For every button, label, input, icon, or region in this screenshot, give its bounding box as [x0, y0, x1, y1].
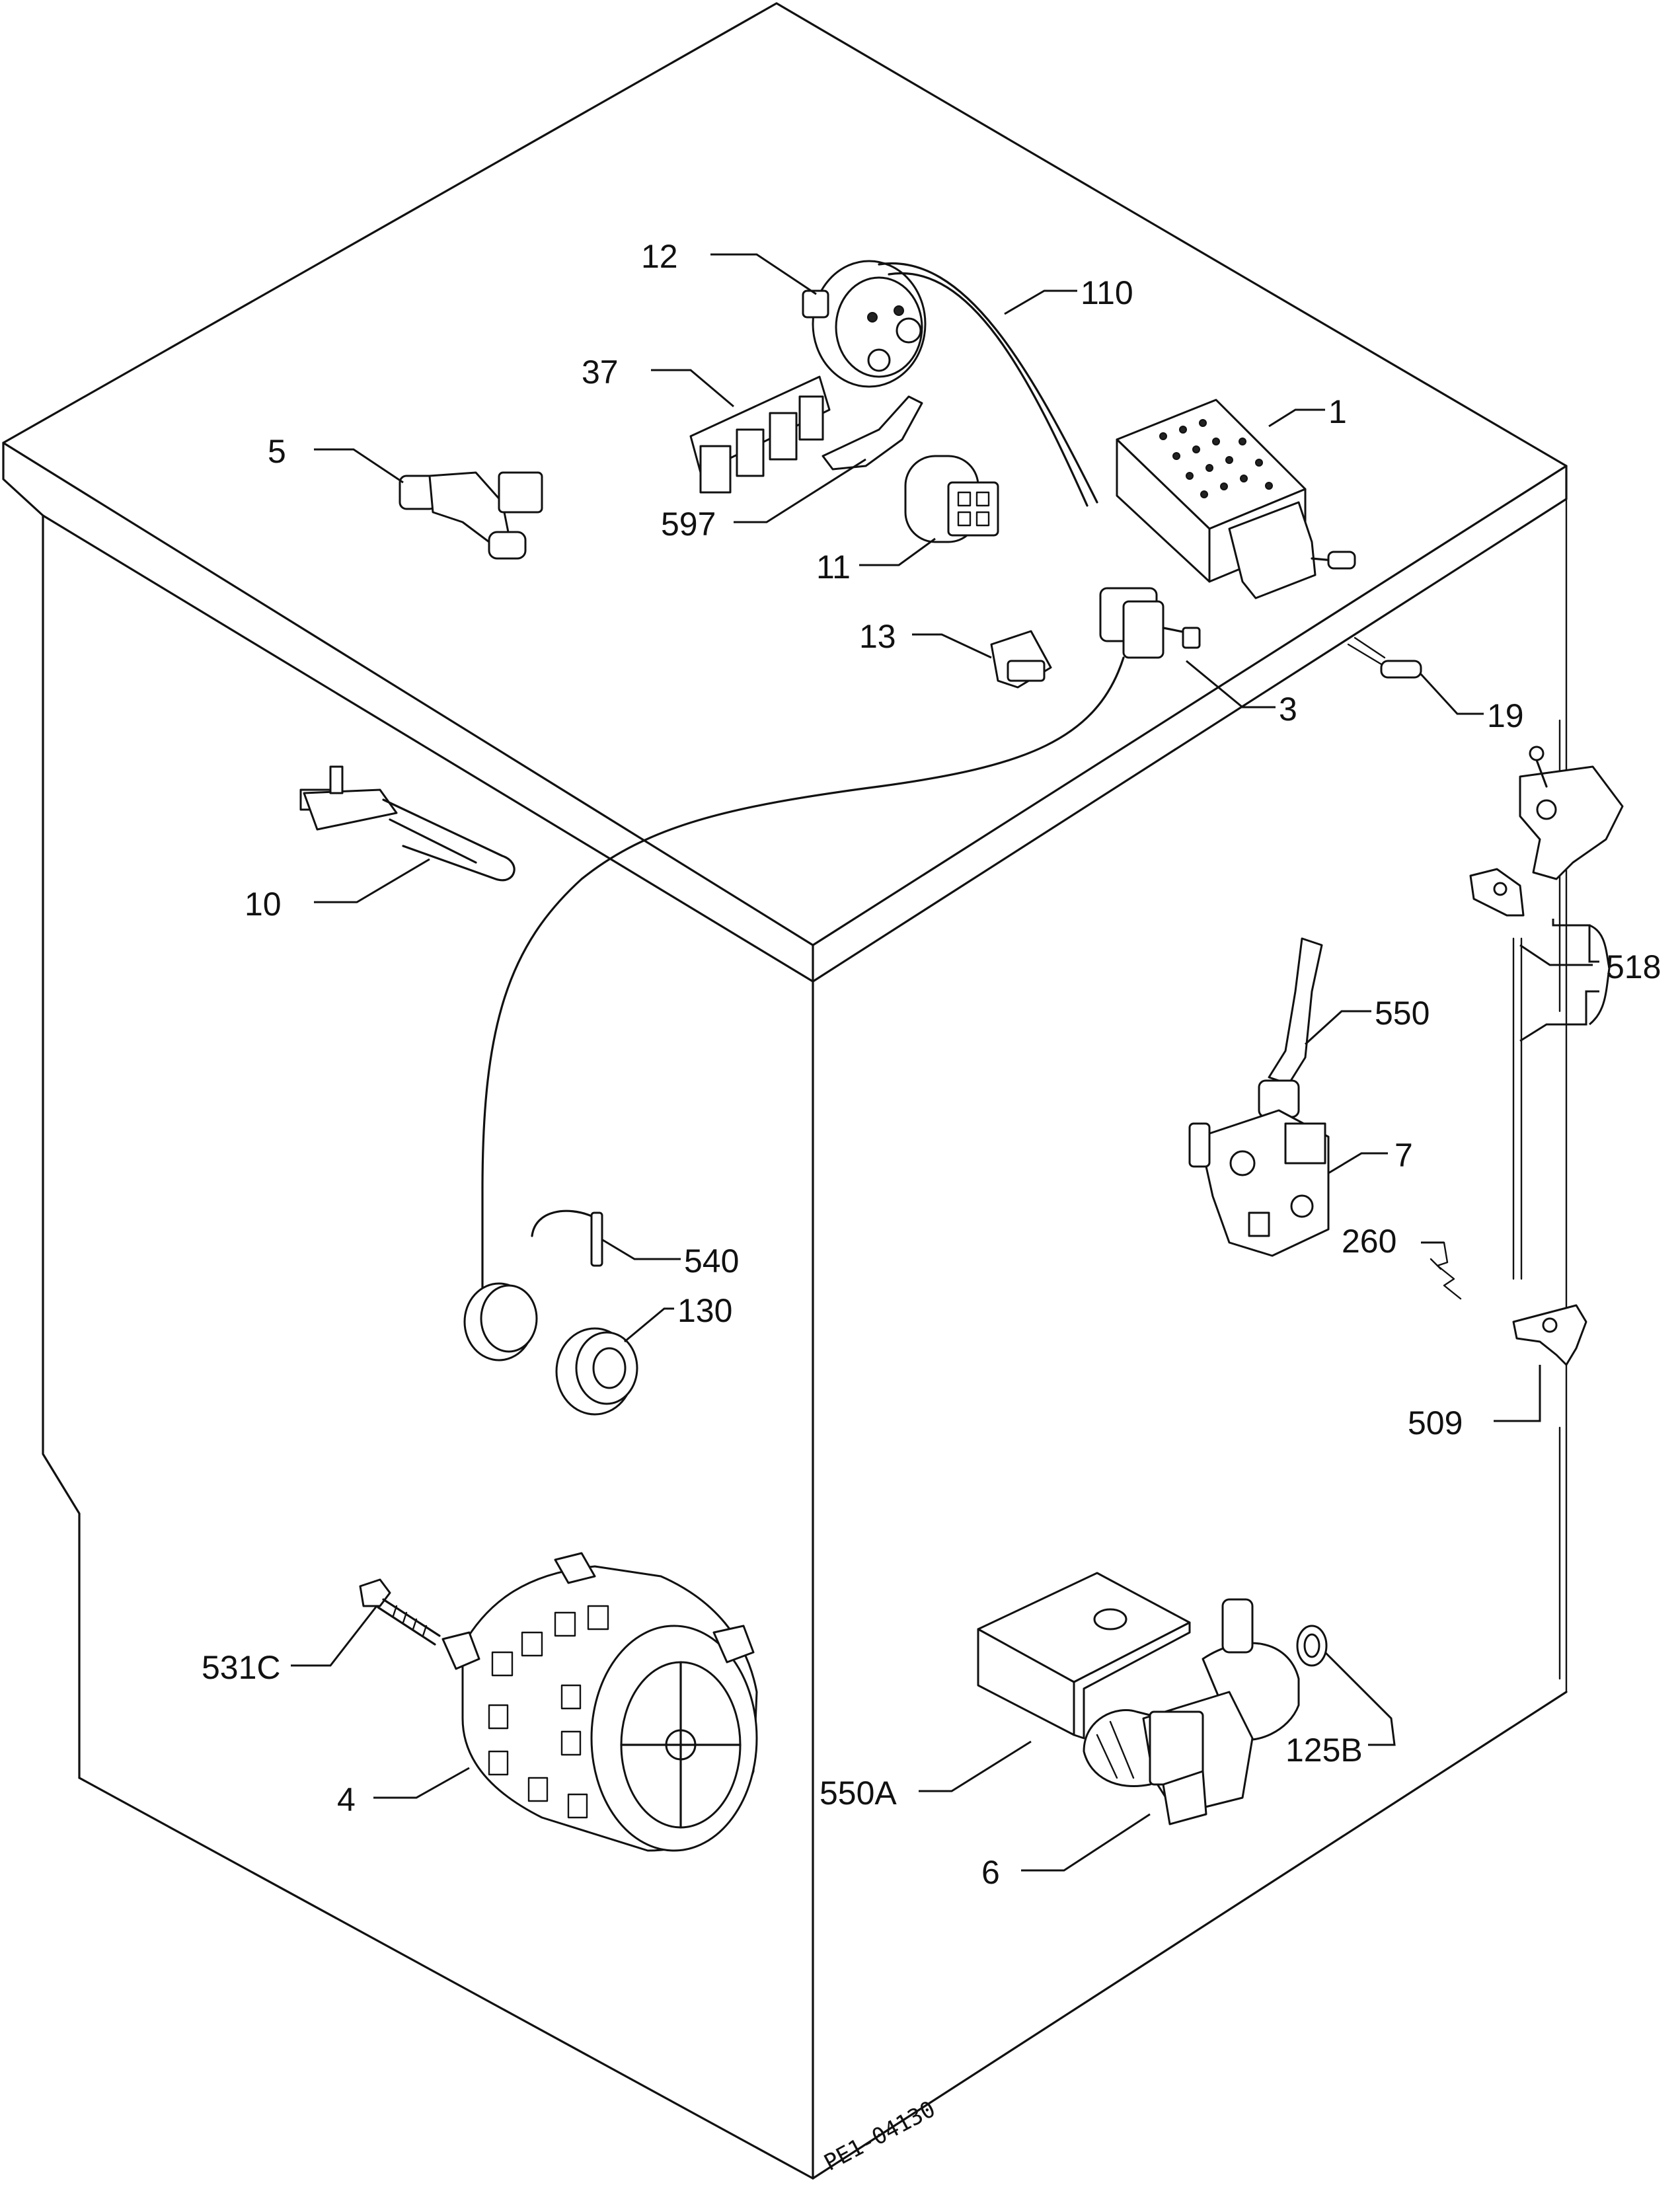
label-part-1: 1: [1328, 393, 1347, 430]
label-part-130: 130: [677, 1292, 732, 1329]
cable-grommet-part: [463, 1282, 538, 1361]
terminal-block-part: [689, 375, 831, 494]
door-lock-linkage-part: [1469, 746, 1624, 1280]
label-part-19: 19: [1487, 697, 1524, 734]
label-part-110: 110: [1081, 274, 1133, 311]
label-part-6: 6: [981, 1854, 1000, 1891]
label-part-550a: 550A: [820, 1775, 897, 1812]
label-part-5: 5: [268, 433, 286, 470]
spring-part: [1430, 1241, 1462, 1300]
pressure-hose-part: [878, 262, 1098, 504]
cabinet-outline: [2, 2, 1568, 2180]
leader-lines: [291, 253, 1611, 1872]
label-part-540: 540: [684, 1243, 739, 1280]
pump-washer-part: [1296, 1625, 1328, 1667]
label-part-37: 37: [582, 354, 619, 391]
pump-cover-plate-part: [977, 1572, 1191, 1740]
water-inlet-fitting-part: [399, 471, 543, 560]
programme-timer-part: [1116, 399, 1356, 599]
door-interlock-cable-part: [481, 587, 1201, 1297]
drawing-code: PE1-04130: [820, 2096, 939, 2176]
seal-clip-part: [531, 1209, 603, 1267]
bracket-part: [821, 395, 923, 471]
label-part-11: 11: [816, 549, 851, 586]
label-part-509: 509: [1408, 1404, 1463, 1441]
label-part-518: 518: [1606, 948, 1661, 985]
door-interlock-part: [1188, 1079, 1330, 1257]
seal-ring-part: [555, 1327, 638, 1416]
label-part-597: 597: [661, 506, 716, 543]
label-part-7: 7: [1394, 1137, 1413, 1174]
label-part-531c: 531C: [202, 1649, 281, 1686]
part-labels: 1 3 4 5 6 7 10 11 12 13 19 37 110 125B 1…: [202, 238, 1661, 1891]
motor-bolt-part: [359, 1578, 441, 1646]
heating-element-part: [299, 765, 515, 882]
label-part-12: 12: [641, 238, 678, 275]
label-part-13: 13: [859, 618, 896, 655]
drive-motor-part: [441, 1552, 758, 1852]
label-part-125b: 125B: [1285, 1732, 1363, 1769]
label-part-260: 260: [1342, 1223, 1396, 1260]
label-part-3: 3: [1279, 691, 1297, 728]
label-part-550: 550: [1375, 995, 1430, 1032]
sensor-part: [1347, 636, 1422, 679]
label-part-10: 10: [245, 886, 282, 923]
drain-pump-part: [1083, 1598, 1300, 1825]
pressure-switch-part: [802, 260, 927, 388]
lock-lever-part: [1268, 937, 1323, 1085]
capacitor-part: [904, 455, 999, 543]
catch-part: [1512, 1304, 1587, 1366]
label-part-4: 4: [337, 1781, 356, 1818]
wire-connector-part: [990, 630, 1052, 689]
